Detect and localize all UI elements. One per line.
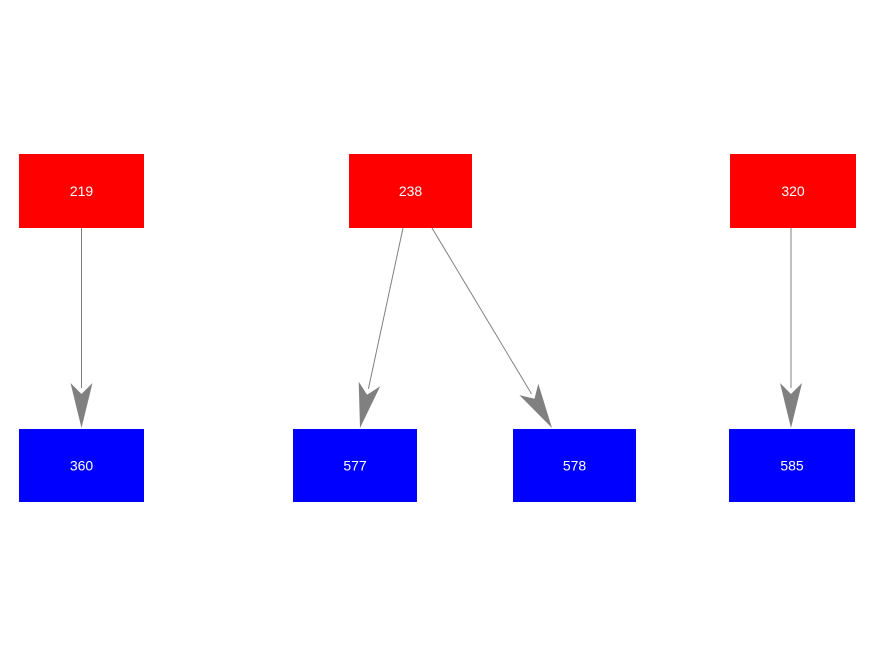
edge-arrowhead-238-578 — [519, 383, 552, 428]
edge-arrowhead-320-585 — [780, 383, 802, 428]
node-577 — [293, 429, 417, 502]
node-320 — [730, 154, 856, 228]
node-label-219: 219 — [70, 183, 94, 199]
node-238 — [349, 154, 472, 228]
edge-line-238-578 — [431, 227, 532, 394]
node-219 — [19, 154, 144, 228]
node-label-320: 320 — [781, 183, 805, 199]
node-label-585: 585 — [780, 458, 804, 474]
node-360 — [19, 429, 144, 502]
edge-arrowhead-238-577 — [358, 381, 381, 428]
edge-arrowhead-219-360 — [70, 383, 93, 428]
node-label-578: 578 — [563, 458, 587, 474]
node-label-238: 238 — [399, 183, 423, 199]
node-label-577: 577 — [343, 458, 367, 474]
node-578 — [513, 429, 636, 502]
edge-line-238-577 — [367, 227, 404, 389]
node-label-360: 360 — [70, 458, 94, 474]
node-585 — [729, 429, 855, 502]
